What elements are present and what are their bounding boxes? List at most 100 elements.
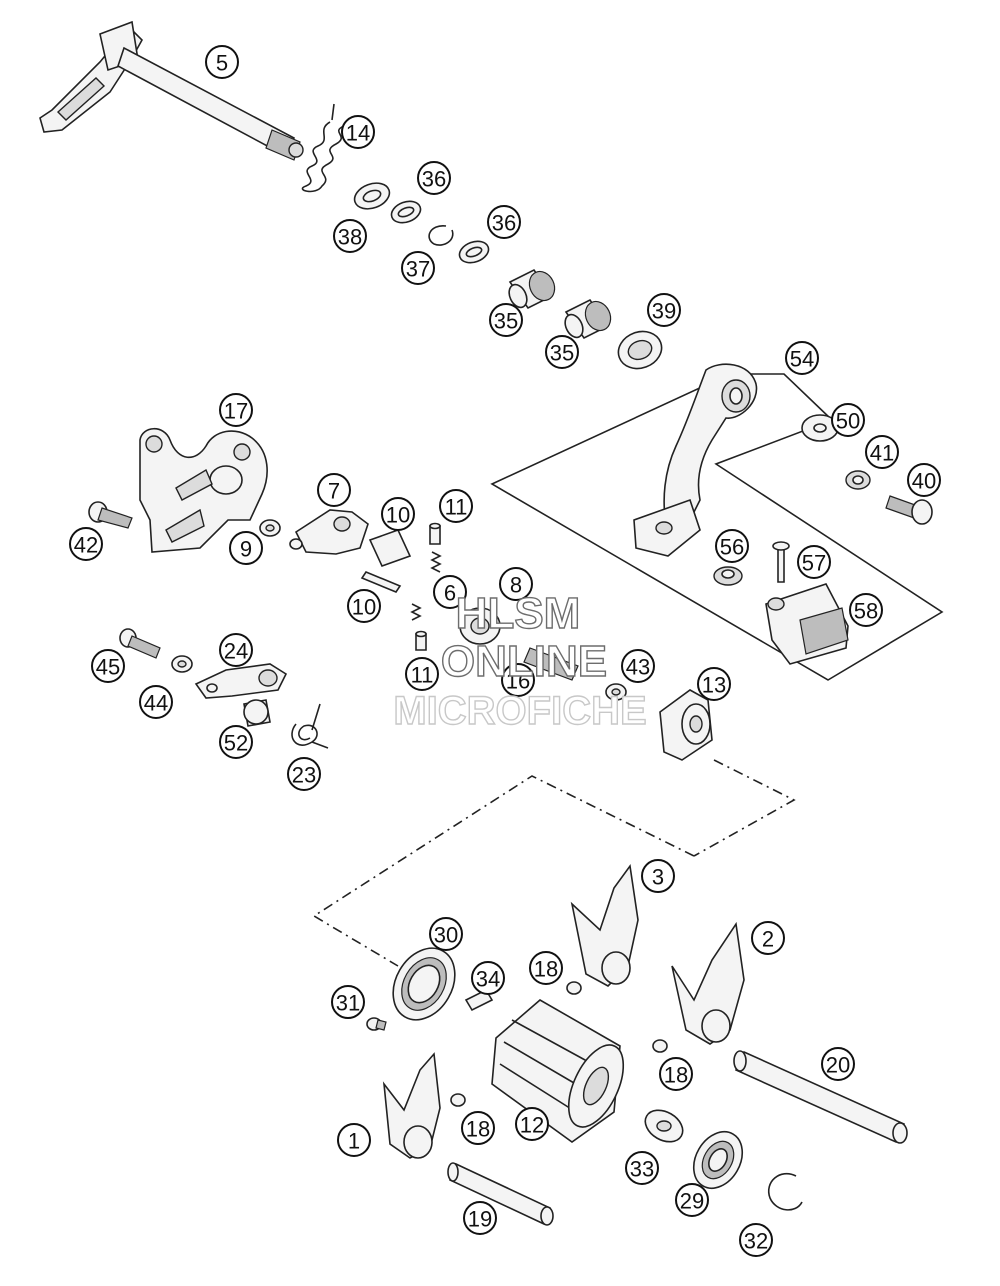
lever-8-part	[459, 607, 501, 645]
callout-40: 40	[907, 463, 941, 497]
bolt-40-part	[885, 495, 933, 525]
callout-label: 31	[336, 991, 360, 1016]
connector-13-line	[693, 759, 796, 857]
callout-label: 6	[444, 581, 456, 606]
callout-label: 11	[445, 495, 468, 520]
callout-23: 23	[287, 757, 321, 791]
shift-lever-54-part	[633, 363, 758, 557]
shaft-20-part	[733, 1050, 908, 1144]
watermark-line3: MICROFICHE	[393, 689, 646, 733]
bolt-45-part	[119, 628, 161, 659]
callout-label: 34	[476, 967, 500, 992]
callout-18: 18	[529, 951, 563, 985]
callout-label: 54	[790, 347, 814, 372]
shaft-19-part	[447, 1162, 554, 1226]
shift-drum-12-part	[491, 999, 625, 1143]
callout-label: 44	[144, 691, 168, 716]
callout-label: 10	[352, 595, 376, 620]
washer-33-part	[644, 1109, 684, 1143]
callout-8: 8	[499, 567, 533, 601]
callout-label: 29	[680, 1189, 704, 1214]
callout-label: 35	[494, 309, 518, 334]
callout-label: 16	[506, 669, 530, 694]
callout-label: 37	[406, 257, 430, 282]
lever-24-part	[194, 663, 288, 699]
callout-11: 11	[439, 489, 473, 523]
callout-54: 54	[785, 341, 819, 375]
shift-drum-locator-13-part	[659, 689, 713, 761]
spring-23-part	[291, 703, 329, 749]
callout-label: 14	[346, 121, 370, 146]
callout-17: 17	[219, 393, 253, 427]
callout-24: 24	[219, 633, 253, 667]
needle-bearing-35a-part	[508, 268, 556, 310]
callout-29: 29	[675, 1183, 709, 1217]
callout-35: 35	[489, 303, 523, 337]
callout-20: 20	[821, 1047, 855, 1081]
callout-label: 18	[664, 1063, 688, 1088]
callout-label: 56	[720, 535, 744, 560]
callout-57: 57	[797, 545, 831, 579]
pin-11-lower-part	[415, 630, 427, 651]
shaft-seal-39-part	[617, 330, 663, 370]
screw-16-part	[523, 647, 579, 681]
callout-50: 50	[831, 403, 865, 437]
callout-label: 13	[702, 673, 726, 698]
callout-label: 30	[434, 923, 458, 948]
watermark-line1: HLSM	[456, 589, 581, 638]
shift-plate-17-part	[139, 427, 268, 553]
circlip-37-part	[428, 225, 454, 246]
roller-52-part	[243, 699, 271, 727]
callout-42: 42	[69, 527, 103, 561]
callout-1: 1	[337, 1123, 371, 1157]
callout-label: 3	[652, 865, 664, 890]
callout-label: 58	[854, 599, 878, 624]
pin-57-part	[772, 541, 790, 583]
callout-13: 13	[697, 667, 731, 701]
callout-label: 41	[870, 441, 894, 466]
callout-12: 12	[515, 1107, 549, 1141]
callout-10: 10	[347, 589, 381, 623]
callout-label: 52	[224, 731, 248, 756]
callout-label: 9	[240, 537, 252, 562]
callout-19: 19	[463, 1201, 497, 1235]
pin-18c-part	[450, 1093, 466, 1107]
callout-label: 1	[348, 1129, 360, 1154]
callout-label: 35	[550, 341, 574, 366]
callout-35: 35	[545, 335, 579, 369]
callout-52: 52	[219, 725, 253, 759]
callout-label: 42	[74, 533, 98, 558]
callout-label: 2	[762, 927, 774, 952]
callout-11: 11	[405, 657, 439, 691]
callout-18: 18	[659, 1057, 693, 1091]
callout-56: 56	[715, 529, 749, 563]
wave-washer-41-part	[845, 470, 871, 490]
callout-label: 45	[96, 655, 120, 680]
callout-label: 12	[520, 1113, 544, 1138]
circlip-32-part	[767, 1173, 803, 1211]
shift-quadrant-7-part	[289, 509, 369, 555]
needle-bearing-35b-part	[564, 298, 612, 340]
screw-31-part	[366, 1017, 387, 1031]
bearing-29-part	[692, 1130, 744, 1190]
slide-10-part	[368, 529, 412, 567]
callout-label: 40	[912, 469, 936, 494]
watermark-line2: ONLINE	[441, 637, 607, 686]
callout-37: 37	[401, 251, 435, 285]
callout-label: 36	[492, 211, 516, 236]
callout-6: 6	[433, 575, 467, 609]
callout-9: 9	[229, 531, 263, 565]
callout-label: 50	[836, 409, 860, 434]
callout-33: 33	[625, 1151, 659, 1185]
pin-18b-part	[652, 1039, 668, 1053]
callout-41: 41	[865, 435, 899, 469]
callout-32: 32	[739, 1223, 773, 1257]
pin-11-upper-part	[429, 522, 441, 545]
callout-18: 18	[461, 1111, 495, 1145]
return-spring-part	[301, 103, 345, 193]
shift-shaft-part	[39, 20, 304, 161]
callout-label: 11	[411, 663, 434, 688]
callout-label: 17	[224, 399, 248, 424]
